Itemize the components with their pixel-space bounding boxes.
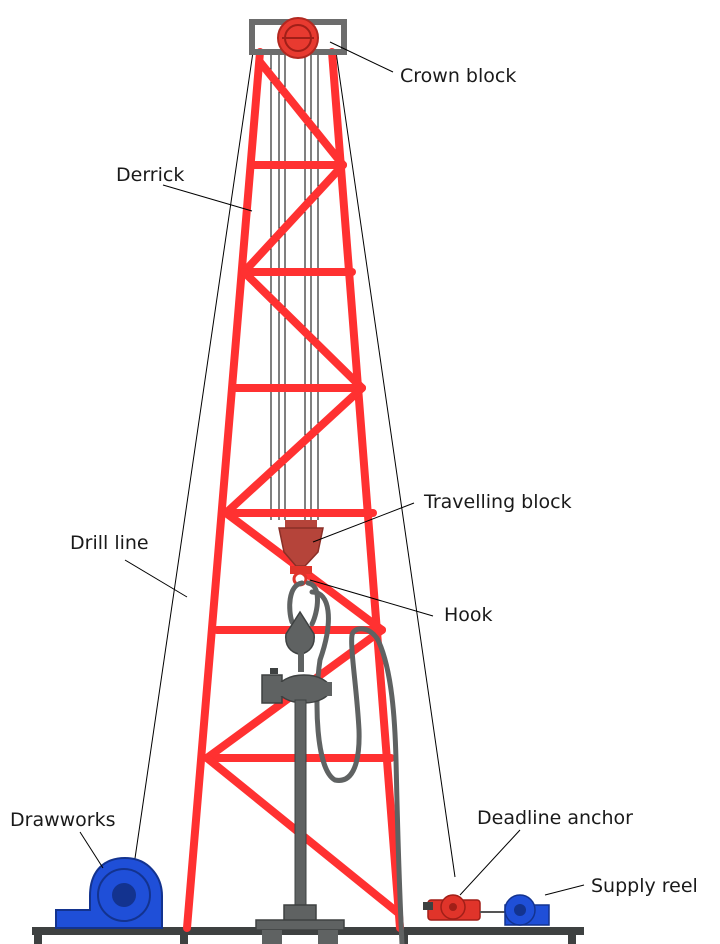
label-deadline-anchor: Deadline anchor: [477, 807, 633, 829]
crown-block: [249, 17, 347, 59]
derrick-structure: [183, 48, 404, 932]
drill-line-cables: [132, 51, 456, 878]
label-supply-reel: Supply reel: [591, 875, 698, 897]
kelly-pipe: [294, 699, 307, 906]
supply-reel: [504, 894, 550, 926]
drawworks: [55, 856, 163, 929]
deadline-anchor: [423, 894, 510, 921]
swivel: [285, 610, 315, 672]
labels: Crown block Derrick Travelling block Dri…: [10, 65, 698, 897]
label-derrick: Derrick: [116, 164, 184, 186]
rotary-drive: [261, 668, 332, 704]
leader-lines: [79, 41, 585, 896]
label-crown-block: Crown block: [400, 65, 516, 87]
label-drawworks: Drawworks: [10, 809, 116, 831]
label-hook: Hook: [444, 604, 493, 626]
label-travelling-block: Travelling block: [423, 491, 572, 513]
label-drill-line: Drill line: [70, 532, 149, 554]
wellhead: [255, 904, 345, 944]
